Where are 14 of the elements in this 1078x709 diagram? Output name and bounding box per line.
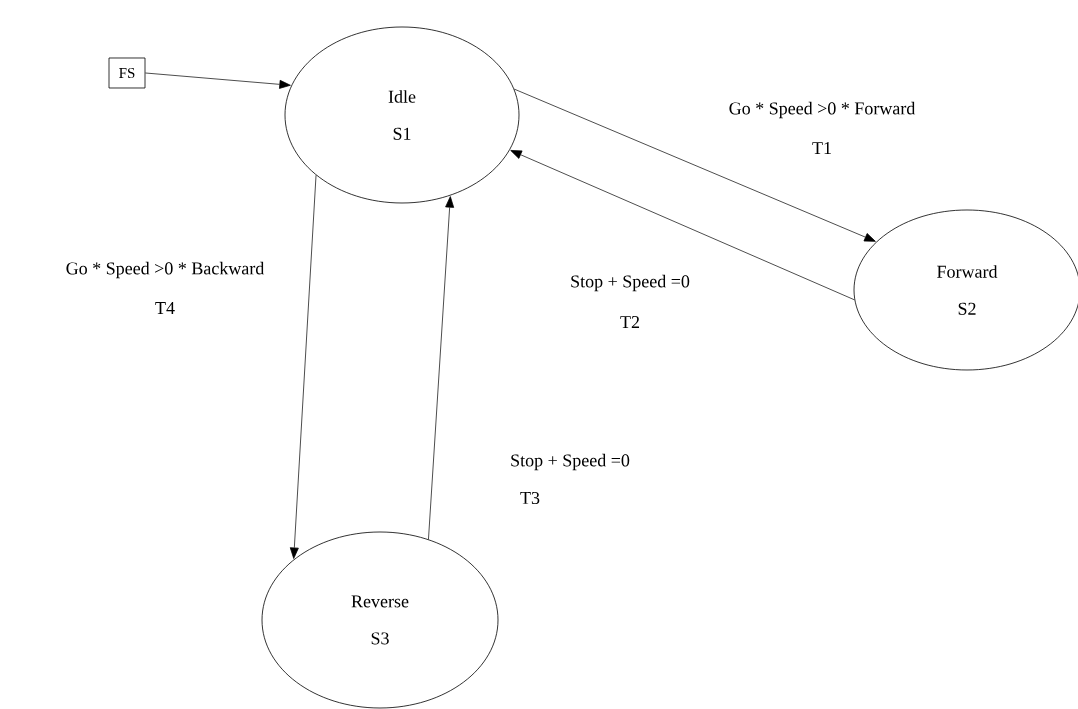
edge-label: Stop + Speed =0 xyxy=(571,274,690,292)
arrow xyxy=(513,88,876,242)
arrow xyxy=(145,72,291,89)
transition-label: T1 xyxy=(812,142,831,154)
edge-label: Go * Speed >0 * Forward xyxy=(729,101,916,119)
arrow xyxy=(428,196,455,540)
state-box: FS xyxy=(108,57,146,89)
arrow xyxy=(510,150,855,301)
edge-label: Stop + Speed =0 xyxy=(511,453,630,471)
transition-label: T4 xyxy=(155,302,175,314)
arrow xyxy=(289,174,317,559)
transition-label: T3 xyxy=(520,491,540,505)
transition-label: T2 xyxy=(620,316,639,328)
edge-label: Go * Speed >0 * Backward xyxy=(66,261,265,279)
